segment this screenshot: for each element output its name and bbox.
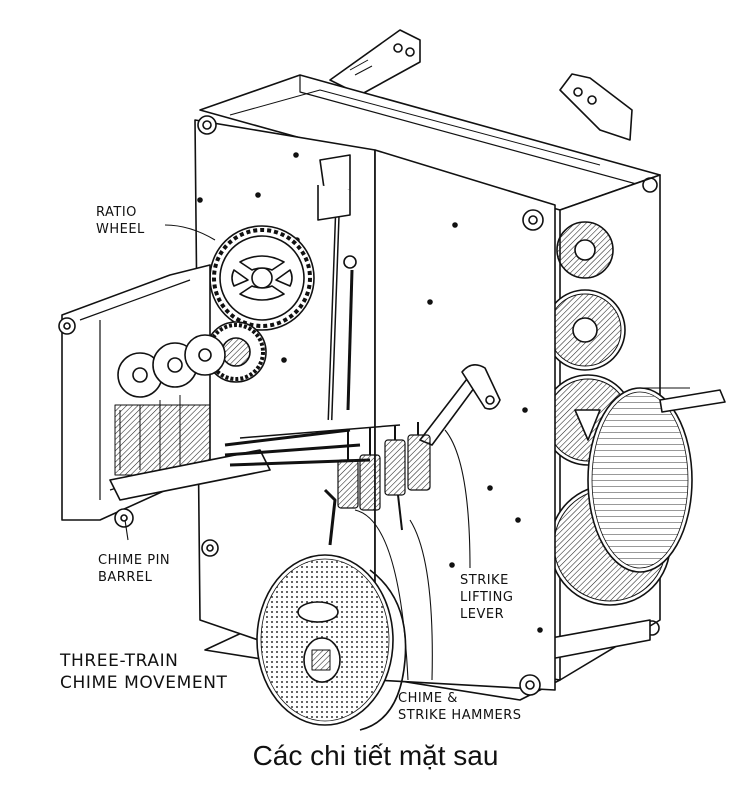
chime-pin-barrel xyxy=(109,334,271,501)
label-chime-pin-barrel: CHIME PIN BARREL xyxy=(98,553,171,585)
label-chime-strike-hammers: CHIME & STRIKE HAMMERS xyxy=(398,691,522,723)
chime-strike-hammers xyxy=(337,422,431,531)
label-ratio-wheel: RATIO WHEEL xyxy=(96,205,145,237)
ratio-wheel xyxy=(209,225,315,331)
pendulum-bob xyxy=(256,554,407,731)
top-mounting-bracket-left xyxy=(329,29,421,96)
rear-gear-middle xyxy=(544,289,626,371)
top-mounting-bracket-right xyxy=(559,73,633,141)
movement-title: THREE-TRAIN CHIME MOVEMENT xyxy=(60,651,228,693)
mainspring-barrel xyxy=(587,387,726,573)
label-strike-lifting-lever: STRIKE LIFTING LEVER xyxy=(460,573,514,622)
caption: Các chi tiết mặt sau xyxy=(252,740,499,771)
leader-lines xyxy=(124,224,471,681)
rear-gear-upper xyxy=(556,221,614,279)
pendulum-rod xyxy=(317,154,357,546)
